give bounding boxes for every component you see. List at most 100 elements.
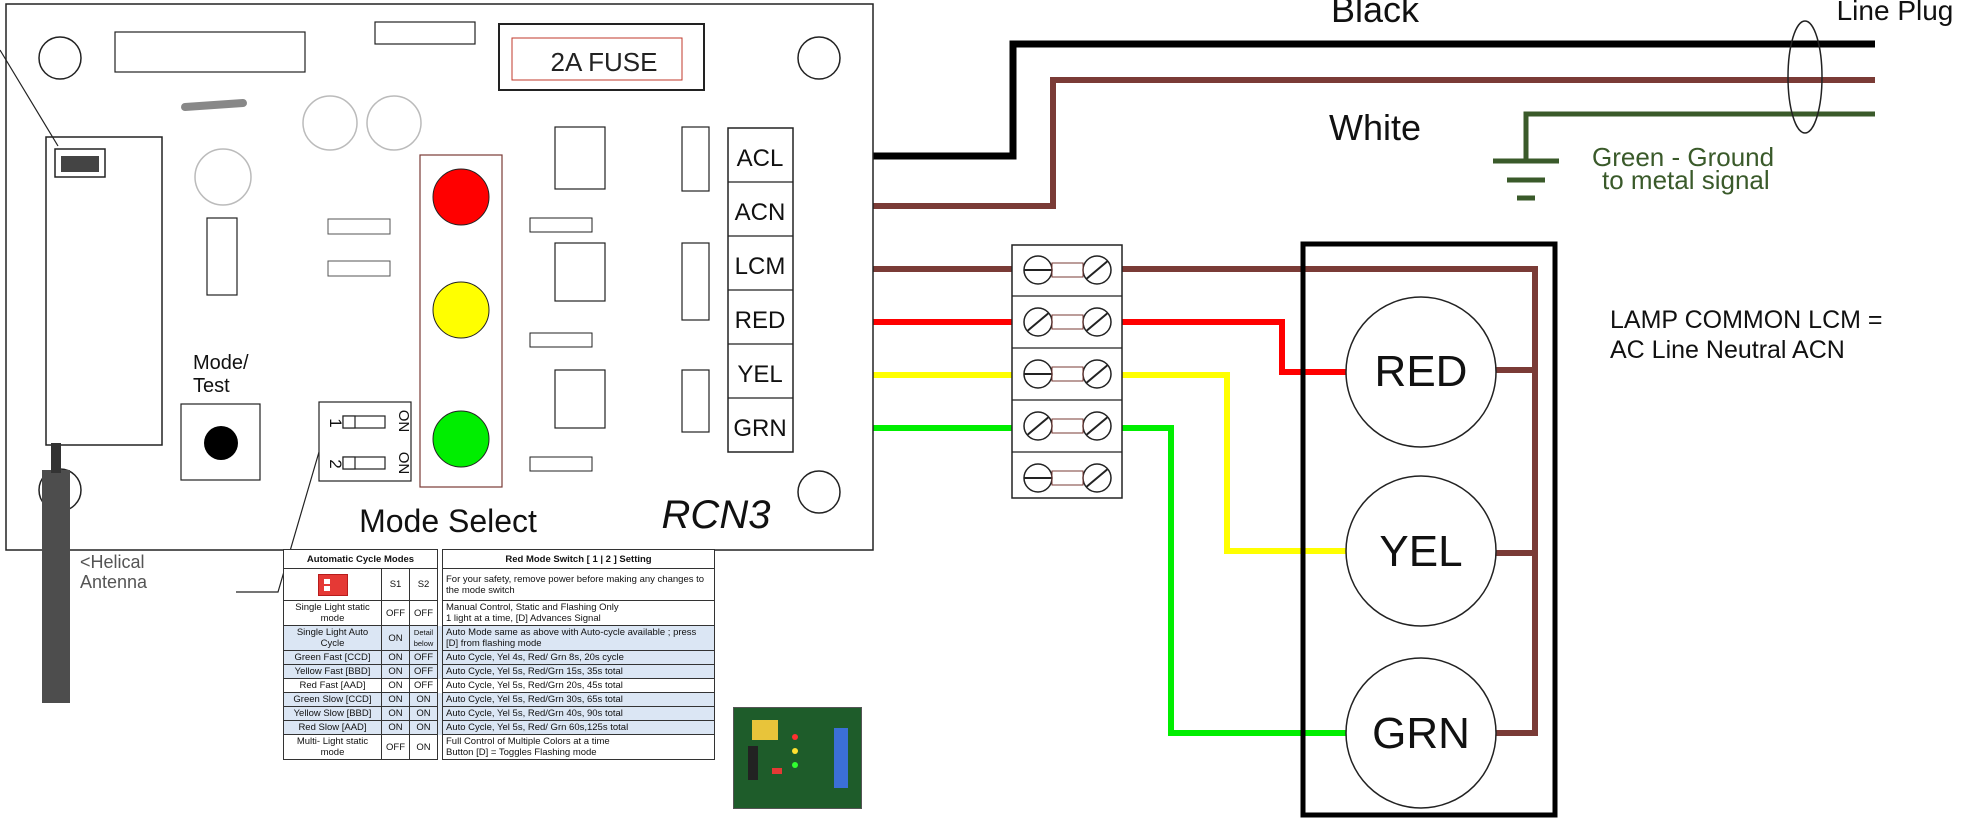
line-plug-icon	[1787, 20, 1823, 134]
terminal-link	[1051, 314, 1084, 330]
board-yellow-led	[432, 281, 490, 339]
mount-hole	[797, 470, 841, 514]
wire-black-label: Black	[1331, 0, 1420, 30]
screws	[1023, 255, 1112, 493]
terminal-grn: GRN	[733, 415, 786, 442]
mode-s2: OFF	[409, 650, 438, 665]
dip-switch-icon	[283, 568, 382, 601]
mode-select-label: Mode Select	[359, 503, 537, 539]
board-model: RCN3	[662, 493, 771, 537]
mode-s1: ON	[381, 692, 410, 707]
mode-s2: ON	[409, 734, 438, 760]
terminal-lcm: LCM	[735, 253, 786, 280]
mode-s1: ON	[381, 650, 410, 665]
terminal-acn: ACN	[735, 199, 786, 226]
lamp-common-note-1: LAMP COMMON LCM =	[1610, 306, 1883, 334]
mode-desc: Auto Cycle, Yel 4s, Red/ Grn 8s, 20s cyc…	[442, 650, 715, 665]
mode-s1: ON	[381, 625, 410, 651]
mode-name: Red Slow [AAD]	[283, 720, 382, 735]
mode-desc: Auto Cycle, Yel 5s, Red/Grn 15s, 35s tot…	[442, 664, 715, 679]
black-wire	[793, 40, 1875, 160]
lamp-yellow	[1345, 475, 1497, 627]
mode-s1: ON	[381, 720, 410, 735]
board-green-led	[432, 410, 490, 468]
mode-s2: ON	[409, 706, 438, 721]
dip-on-2: ON	[395, 452, 412, 475]
mount-hole	[797, 36, 841, 80]
terminal-red: RED	[735, 307, 786, 334]
terminal-link	[1051, 366, 1084, 382]
mode-table-header-right: Red Mode Switch [ 1 | 2 ] Setting	[442, 549, 715, 569]
grn-lamp-wire	[1098, 425, 1346, 736]
terminal-link	[1051, 470, 1084, 486]
board-red-led	[432, 168, 490, 226]
mode-name: Green Slow [CCD]	[283, 692, 382, 707]
ground-sub-label: to metal signal	[1602, 165, 1770, 195]
mode-test-button[interactable]	[204, 426, 238, 460]
screw-slot	[1085, 312, 1109, 332]
mode-desc: Auto Cycle, Yel 5s, Red/Grn 40s, 90s tot…	[442, 706, 715, 721]
mode-s1: ON	[381, 678, 410, 693]
mode-name: Single Light Auto Cycle	[283, 625, 382, 651]
antenna-label: <Helical Antenna	[80, 552, 148, 592]
lamp-housing	[1300, 241, 1558, 818]
screw-slot	[1026, 416, 1050, 436]
mode-name: Single Light static mode	[283, 600, 382, 626]
lamp-yel-label: YEL	[1379, 527, 1462, 576]
dip-on-1: ON	[395, 410, 412, 433]
lamp-red-label: RED	[1375, 347, 1468, 396]
terminal-link	[1051, 418, 1084, 434]
mode-name: Green Fast [CCD]	[283, 650, 382, 665]
white-wire	[793, 77, 1875, 209]
mode-s2: ON	[409, 720, 438, 735]
mode-s2: OFF	[409, 678, 438, 693]
lamp-green	[1345, 657, 1497, 809]
line-plug-label: Line Plug	[1837, 0, 1954, 26]
mode-s1: ON	[381, 706, 410, 721]
board-photo	[733, 707, 862, 809]
controller-board	[0, 3, 874, 703]
terminal-yel: YEL	[737, 361, 782, 388]
mode-s1: OFF	[381, 734, 410, 760]
mode-s1: ON	[381, 664, 410, 679]
wire-white-label: White	[1329, 107, 1421, 148]
mode-test-label: Mode/ Test	[193, 352, 249, 397]
dip-switch[interactable]	[318, 401, 412, 482]
lamp-common-note-2: AC Line Neutral ACN	[1610, 336, 1845, 364]
mode-s2: ON	[409, 692, 438, 707]
yel-lamp-wire	[1098, 372, 1346, 554]
ground-label: Green - Ground	[1592, 142, 1774, 172]
mode-name: Yellow Fast [BBD]	[283, 664, 382, 679]
s1-header: S1	[381, 568, 410, 601]
mode-desc: Auto Cycle, Yel 5s, Red/ Grn 60s,125s to…	[442, 720, 715, 735]
helical-antenna	[42, 470, 70, 703]
mode-desc: Auto Mode same as above with Auto-cycle …	[442, 625, 715, 651]
ground-symbol	[1493, 158, 1559, 201]
screw-slot	[1085, 364, 1109, 384]
input-wires	[793, 40, 1875, 209]
screw-slot	[1085, 260, 1109, 280]
output-wires	[793, 266, 1538, 736]
safety-note: For your safety, remove power before mak…	[442, 568, 715, 601]
fuse-label: 2A FUSE	[551, 47, 658, 77]
mode-s2: Detail below	[409, 625, 438, 651]
red-lamp-wire	[1098, 319, 1346, 375]
dip-pos-2: 2	[326, 459, 345, 468]
mode-desc: Manual Control, Static and Flashing Only…	[442, 600, 715, 626]
mode-s2: OFF	[409, 600, 438, 626]
screw-slot	[1026, 312, 1050, 332]
dip-pos-1: 1	[326, 418, 345, 427]
mode-s1: OFF	[381, 600, 410, 626]
mode-name: Yellow Slow [BBD]	[283, 706, 382, 721]
mode-desc: Auto Cycle, Yel 5s, Red/Grn 30s, 65s tot…	[442, 692, 715, 707]
